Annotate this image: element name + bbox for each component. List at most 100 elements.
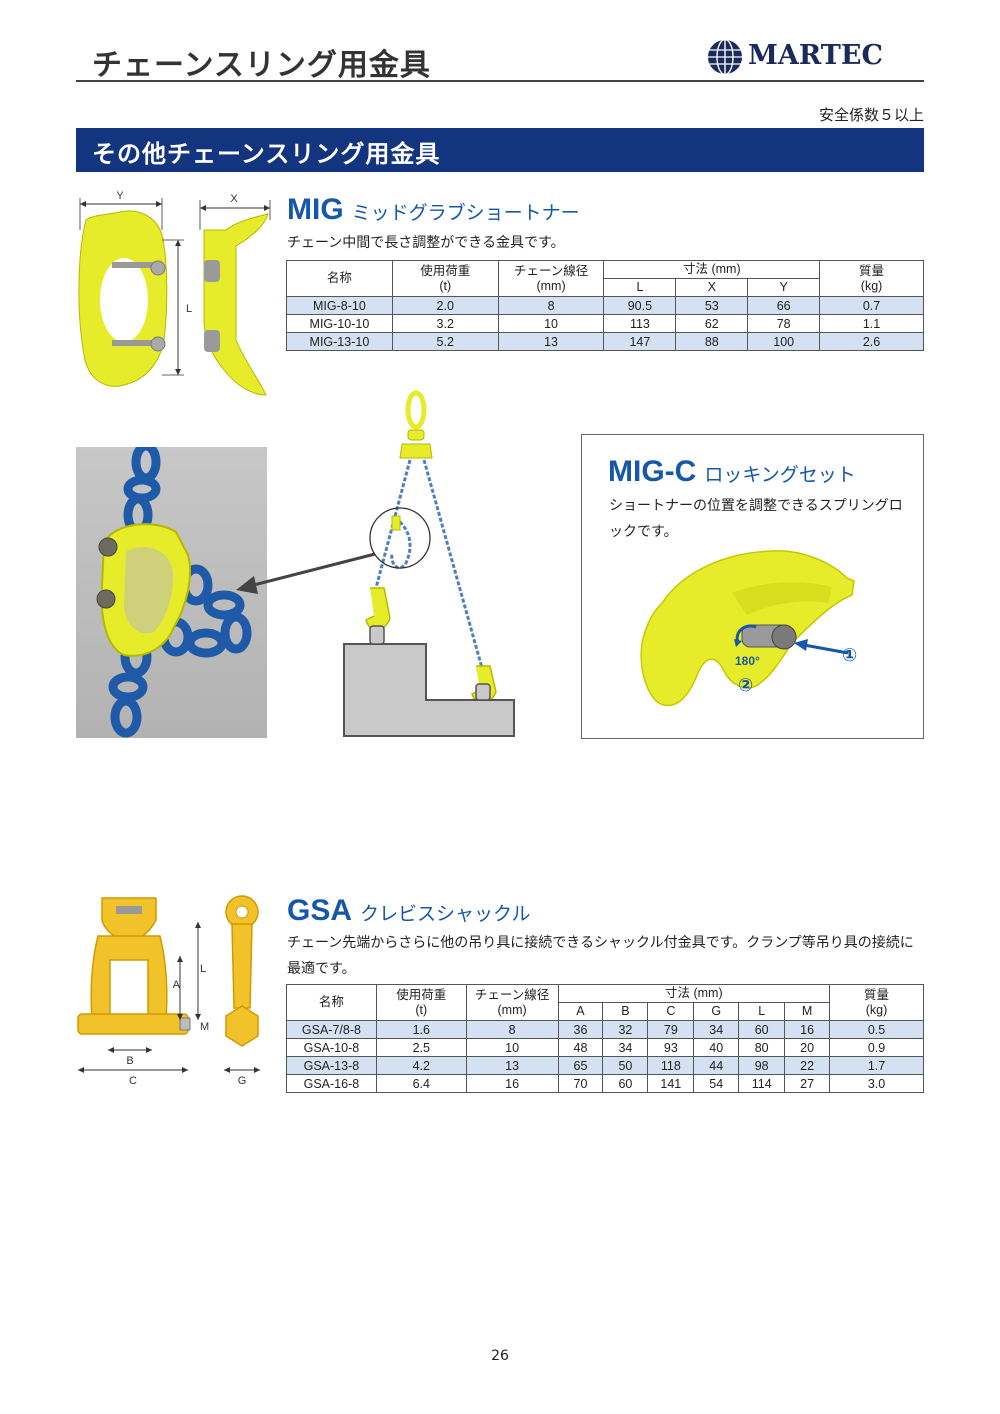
migc-heading: MIG-C ロッキングセット: [608, 455, 856, 489]
column-header-text: 使用荷重: [420, 263, 471, 278]
mig-name: ミッドグラブショートナー: [351, 202, 580, 224]
gsa-col-dim-l: L: [738, 1002, 786, 1021]
sling-usage-diagram: [343, 390, 515, 737]
mig-col-name: 名称: [286, 260, 393, 297]
table-cell: 78: [747, 314, 821, 333]
mig-col-dim-x: X: [675, 278, 749, 297]
gsa-col-load: 使用荷重(t): [375, 984, 467, 1021]
mig-usage-photo: [76, 447, 267, 738]
table-cell: 0.5: [829, 1020, 924, 1039]
gsa-dim-l-label: L: [200, 963, 206, 975]
table-cell: 22: [784, 1056, 831, 1075]
gsa-col-dim-g: G: [693, 1002, 740, 1021]
table-cell: GSA-16-8: [286, 1074, 377, 1093]
table-cell: 141: [647, 1074, 695, 1093]
gsa-spec-table: 名称 使用荷重(t) チェーン線径(mm) 寸法 (mm) 質量(kg) A B…: [286, 984, 924, 1093]
table-cell: 93: [647, 1038, 695, 1057]
column-header-text: (mm): [497, 1002, 527, 1017]
table-cell: 20: [784, 1038, 831, 1057]
table-cell: 27: [784, 1074, 831, 1093]
table-cell: 8: [497, 296, 605, 315]
table-cell: 1.1: [819, 314, 924, 333]
mig-front-view-drawing: Y L: [78, 190, 192, 387]
migc-step-1: ①: [842, 645, 858, 666]
gsa-dim-b-label: B: [126, 1055, 133, 1067]
table-cell: 4.2: [375, 1056, 467, 1075]
gsa-heading: GSA クレビスシャックル: [287, 894, 530, 928]
gsa-front-view-drawing: A L M B C: [77, 897, 209, 1087]
table-cell: 10: [497, 314, 605, 333]
table-cell: GSA-7/8-8: [286, 1020, 377, 1039]
gsa-col-dim-c: C: [647, 1002, 695, 1021]
mig-col-mass: 質量(kg): [819, 260, 924, 297]
gsa-dim-a-label: A: [173, 979, 181, 991]
column-header-text: (kg): [860, 278, 883, 293]
column-header-text: チェーン線径: [513, 263, 589, 278]
table-cell: 44: [693, 1056, 740, 1075]
table-cell: 3.2: [391, 314, 499, 333]
gsa-description: チェーン先端からさらに他の吊り具に接続できるシャックル付金具です。クランプ等吊り…: [287, 935, 914, 977]
table-cell: 79: [647, 1020, 695, 1039]
table-cell: 66: [747, 296, 821, 315]
gsa-code: GSA: [287, 894, 353, 927]
header-divider: [76, 80, 924, 82]
arrow-left-icon: [236, 552, 376, 594]
gsa-col-dim-a: A: [557, 1002, 604, 1021]
brand-logo: MARTEC: [706, 36, 916, 78]
mig-description: チェーン中間で長さ調整ができる金具です。: [287, 235, 565, 251]
table-cell: 6.4: [375, 1074, 467, 1093]
table-cell: 3.0: [829, 1074, 924, 1093]
mig-col-dims: 寸法 (mm): [603, 260, 821, 279]
table-cell: 50: [602, 1056, 649, 1075]
table-cell: 36: [557, 1020, 604, 1039]
column-header-text: (kg): [865, 1002, 888, 1017]
mig-col-chain: チェーン線径(mm): [497, 260, 605, 297]
table-cell: MIG-13-10: [286, 332, 393, 351]
table-cell: GSA-13-8: [286, 1056, 377, 1075]
table-cell: 13: [465, 1056, 559, 1075]
column-header-text: (mm): [536, 278, 566, 293]
table-cell: 10: [465, 1038, 559, 1057]
column-header-text: チェーン線径: [474, 987, 550, 1002]
table-cell: 113: [603, 314, 677, 333]
table-cell: 60: [602, 1074, 649, 1093]
table-cell: 1.6: [375, 1020, 467, 1039]
mig-heading: MIG ミッドグラブショートナー: [287, 193, 580, 227]
page-title: チェーンスリング用金具: [92, 48, 431, 83]
migc-description: ショートナーの位置を調整できるスプリングロックです。: [609, 498, 903, 540]
column-header-text: 使用荷重: [396, 987, 447, 1002]
table-cell: 1.7: [829, 1056, 924, 1075]
brand-name: MARTEC: [748, 40, 883, 71]
gsa-dim-m-label: M: [200, 1021, 209, 1033]
mig-code: MIG: [287, 193, 344, 226]
mig-col-load: 使用荷重(t): [391, 260, 499, 297]
table-cell: 16: [784, 1020, 831, 1039]
table-cell: 5.2: [391, 332, 499, 351]
page-number: 26: [491, 1348, 509, 1364]
mig-col-dim-y: Y: [747, 278, 821, 297]
table-cell: 80: [738, 1038, 786, 1057]
table-cell: 88: [675, 332, 749, 351]
table-cell: 13: [497, 332, 605, 351]
migc-panel: MIG-C ロッキングセット ショートナーの位置を調整できるスプリングロックです…: [581, 434, 924, 739]
table-cell: 114: [738, 1074, 786, 1093]
table-cell: 40: [693, 1038, 740, 1057]
table-cell: 100: [747, 332, 821, 351]
gsa-side-view-drawing: G: [224, 895, 260, 1087]
section-title: その他チェーンスリング用金具: [92, 140, 441, 168]
table-cell: GSA-10-8: [286, 1038, 377, 1057]
column-header-text: (t): [415, 1002, 428, 1017]
gsa-col-chain: チェーン線径(mm): [465, 984, 559, 1021]
column-header-text: (t): [439, 278, 452, 293]
migc-angle-label: 180°: [735, 654, 760, 668]
gsa-col-mass: 質量(kg): [829, 984, 924, 1021]
section-header: その他チェーンスリング用金具: [76, 128, 924, 172]
table-cell: 2.6: [819, 332, 924, 351]
table-cell: 34: [602, 1038, 649, 1057]
column-header-text: 質量: [859, 263, 885, 278]
